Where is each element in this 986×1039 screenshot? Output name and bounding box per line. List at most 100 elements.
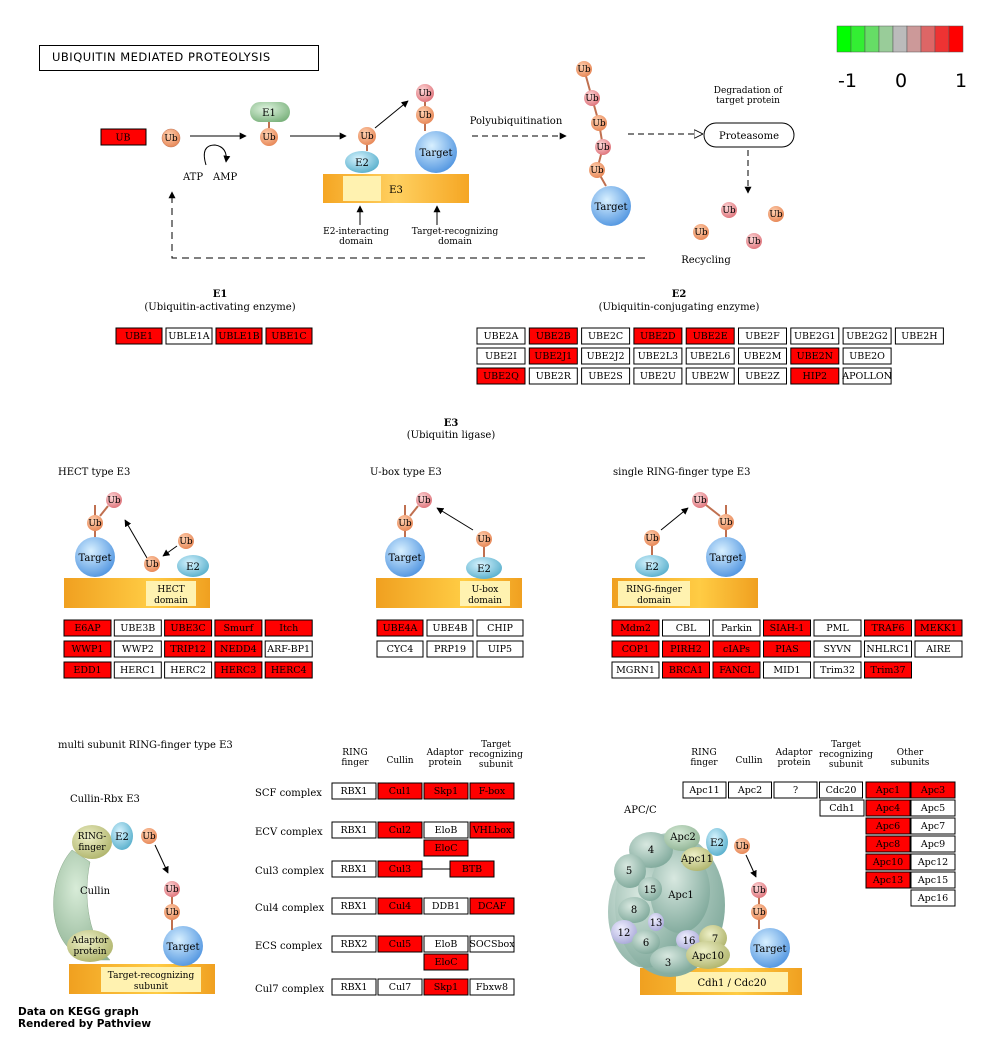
gene-apc3[interactable]: Apc3	[910, 781, 956, 799]
gene-mekk1[interactable]: MEKK1	[914, 619, 963, 637]
gene-ube2g2[interactable]: UBE2G2	[842, 327, 892, 345]
gene-ube2o[interactable]: UBE2O	[842, 347, 892, 365]
gene-herc2[interactable]: HERC2	[164, 661, 213, 679]
gene-fbxw8[interactable]: Fbxw8	[469, 978, 515, 996]
gene-apc8[interactable]: Apc8	[865, 835, 911, 853]
gene-eloc[interactable]: EloC	[423, 839, 469, 857]
gene-cop1[interactable]: COP1	[611, 640, 660, 658]
gene-cyc4[interactable]: CYC4	[376, 640, 424, 658]
gene-apc13[interactable]: Apc13	[865, 871, 911, 889]
gene-ube2f[interactable]: UBE2F	[738, 327, 787, 345]
gene-ube1[interactable]: UBE1	[115, 327, 163, 345]
gene-ube2h[interactable]: UBE2H	[894, 327, 944, 345]
gene-prp19[interactable]: PRP19	[426, 640, 474, 658]
gene-uble1a[interactable]: UBLE1A	[165, 327, 213, 345]
gene-cdc20[interactable]: Cdc20	[819, 781, 863, 799]
gene-ube2z[interactable]: UBE2Z	[738, 367, 787, 385]
gene-wwp2[interactable]: WWP2	[113, 640, 162, 658]
gene-edd1[interactable]: EDD1	[63, 661, 112, 679]
gene-apc2[interactable]: Apc2	[728, 781, 772, 799]
gene-cul3[interactable]: Cul3	[377, 860, 423, 878]
gene-ube2m[interactable]: UBE2M	[738, 347, 787, 365]
gene-mgrn1[interactable]: MGRN1	[611, 661, 660, 679]
gene-rbx1[interactable]: RBX1	[331, 860, 377, 878]
gene-apc7[interactable]: Apc7	[910, 817, 956, 835]
gene-ube4b[interactable]: UBE4B	[426, 619, 474, 637]
gene-ube2g1[interactable]: UBE2G1	[790, 327, 840, 345]
gene-wwp1[interactable]: WWP1	[63, 640, 112, 658]
gene-ube3b[interactable]: UBE3B	[113, 619, 162, 637]
gene-apc9[interactable]: Apc9	[910, 835, 956, 853]
gene-elob[interactable]: EloB	[423, 935, 469, 953]
gene-uip5[interactable]: UIP5	[476, 640, 524, 658]
gene-skp1[interactable]: Skp1	[423, 782, 469, 800]
gene-siah-1[interactable]: SIAH-1	[763, 619, 811, 637]
gene-ube2q[interactable]: UBE2Q	[476, 367, 526, 385]
gene-traf6[interactable]: TRAF6	[864, 619, 912, 637]
gene-rbx1[interactable]: RBX1	[331, 978, 377, 996]
gene-ube3c[interactable]: UBE3C	[164, 619, 213, 637]
gene-ube2e[interactable]: UBE2E	[685, 327, 735, 345]
gene-ciaps[interactable]: cIAPs	[712, 640, 761, 658]
gene-pias[interactable]: PIAS	[763, 640, 811, 658]
gene-ube2i[interactable]: UBE2I	[476, 347, 526, 365]
gene-apc16[interactable]: Apc16	[910, 889, 956, 907]
gene-ube2w[interactable]: UBE2W	[685, 367, 735, 385]
gene-ube2b[interactable]: UBE2B	[528, 327, 578, 345]
gene-ube2c[interactable]: UBE2C	[581, 327, 631, 345]
gene-cul7[interactable]: Cul7	[377, 978, 423, 996]
gene-cdh1[interactable]: Cdh1	[819, 799, 865, 817]
gene-[interactable]: ?	[773, 781, 818, 799]
gene-apc1[interactable]: Apc1	[865, 781, 911, 799]
gene-itch[interactable]: Itch	[264, 619, 313, 637]
gene-ddb1[interactable]: DDB1	[423, 897, 469, 915]
gene-elob[interactable]: EloB	[423, 821, 469, 839]
gene-herc3[interactable]: HERC3	[214, 661, 263, 679]
gene-cul5[interactable]: Cul5	[377, 935, 423, 953]
gene-apollon[interactable]: APOLLON	[841, 367, 892, 385]
gene-dcaf[interactable]: DCAF	[469, 897, 515, 915]
gene-ube2a[interactable]: UBE2A	[476, 327, 526, 345]
gene-cul4[interactable]: Cul4	[377, 897, 423, 915]
gene-UB[interactable]: UB	[100, 128, 147, 146]
gene-fancl[interactable]: FANCL	[712, 661, 761, 679]
gene-ube2j2[interactable]: UBE2J2	[581, 347, 631, 365]
gene-mid1[interactable]: MID1	[763, 661, 811, 679]
gene-pml[interactable]: PML	[813, 619, 862, 637]
gene-ube2n[interactable]: UBE2N	[790, 347, 840, 365]
gene-apc15[interactable]: Apc15	[910, 871, 956, 889]
gene-herc4[interactable]: HERC4	[264, 661, 313, 679]
gene-ube2s[interactable]: UBE2S	[581, 367, 631, 385]
gene-apc4[interactable]: Apc4	[865, 799, 911, 817]
gene-apc5[interactable]: Apc5	[910, 799, 956, 817]
gene-smurf[interactable]: Smurf	[214, 619, 263, 637]
gene-ube4a[interactable]: UBE4A	[376, 619, 424, 637]
gene-apc10[interactable]: Apc10	[865, 853, 911, 871]
gene-trim37[interactable]: Trim37	[864, 661, 912, 679]
gene-parkin[interactable]: Parkin	[712, 619, 761, 637]
gene-rbx1[interactable]: RBX1	[331, 782, 377, 800]
gene-vhlbox[interactable]: VHLbox	[469, 821, 515, 839]
gene-mdm2[interactable]: Mdm2	[611, 619, 660, 637]
gene-herc1[interactable]: HERC1	[113, 661, 162, 679]
gene-uble1b[interactable]: UBLE1B	[215, 327, 263, 345]
gene-trim32[interactable]: Trim32	[813, 661, 862, 679]
gene-hip2[interactable]: HIP2	[790, 367, 840, 385]
gene-eloc[interactable]: EloC	[423, 953, 469, 971]
gene-apc12[interactable]: Apc12	[910, 853, 956, 871]
gene-pirh2[interactable]: PIRH2	[662, 640, 710, 658]
gene-ube2r[interactable]: UBE2R	[528, 367, 578, 385]
gene-trip12[interactable]: TRIP12	[164, 640, 213, 658]
gene-ube2j1[interactable]: UBE2J1	[528, 347, 578, 365]
gene-aire[interactable]: AIRE	[914, 640, 963, 658]
gene-nedd4[interactable]: NEDD4	[214, 640, 263, 658]
proteasome-node[interactable]	[703, 122, 795, 148]
gene-skp1[interactable]: Skp1	[423, 978, 469, 996]
gene-socsbox[interactable]: SOCSbox	[469, 935, 515, 953]
gene-apc11[interactable]: Apc11	[682, 781, 727, 799]
gene-nhlrc1[interactable]: NHLRC1	[864, 640, 912, 658]
gene-arf-bp1[interactable]: ARF-BP1	[264, 640, 313, 658]
gene-apc6[interactable]: Apc6	[865, 817, 911, 835]
gene-rbx1[interactable]: RBX1	[331, 821, 377, 839]
gene-btb[interactable]: BTB	[449, 860, 495, 878]
